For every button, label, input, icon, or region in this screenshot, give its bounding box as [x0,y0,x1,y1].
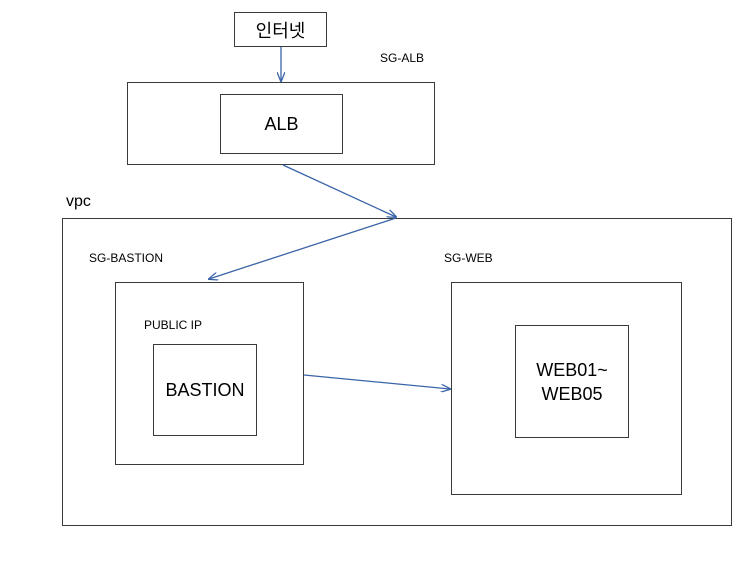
arrow-alb-to-vpc [282,164,396,217]
web-label-line1: WEB01~ [536,359,608,380]
sg-bastion-label: SG-BASTION [89,251,164,265]
alb-label: ALB [264,113,299,134]
vpc-label: vpc [66,193,91,210]
bastion-node: BASTION [153,344,257,436]
sg-web-label: SG-WEB [444,251,493,265]
internet-node: 인터넷 [234,12,327,47]
sg-alb-label: SG-ALB [380,51,425,65]
web-servers-node: WEB01~ WEB05 [515,325,629,438]
public-ip-label: PUBLIC IP [144,318,203,332]
web-label-line2: WEB05 [541,383,603,404]
internet-label: 인터넷 [255,20,306,41]
bastion-label: BASTION [165,379,245,400]
alb-node: ALB [220,94,343,154]
